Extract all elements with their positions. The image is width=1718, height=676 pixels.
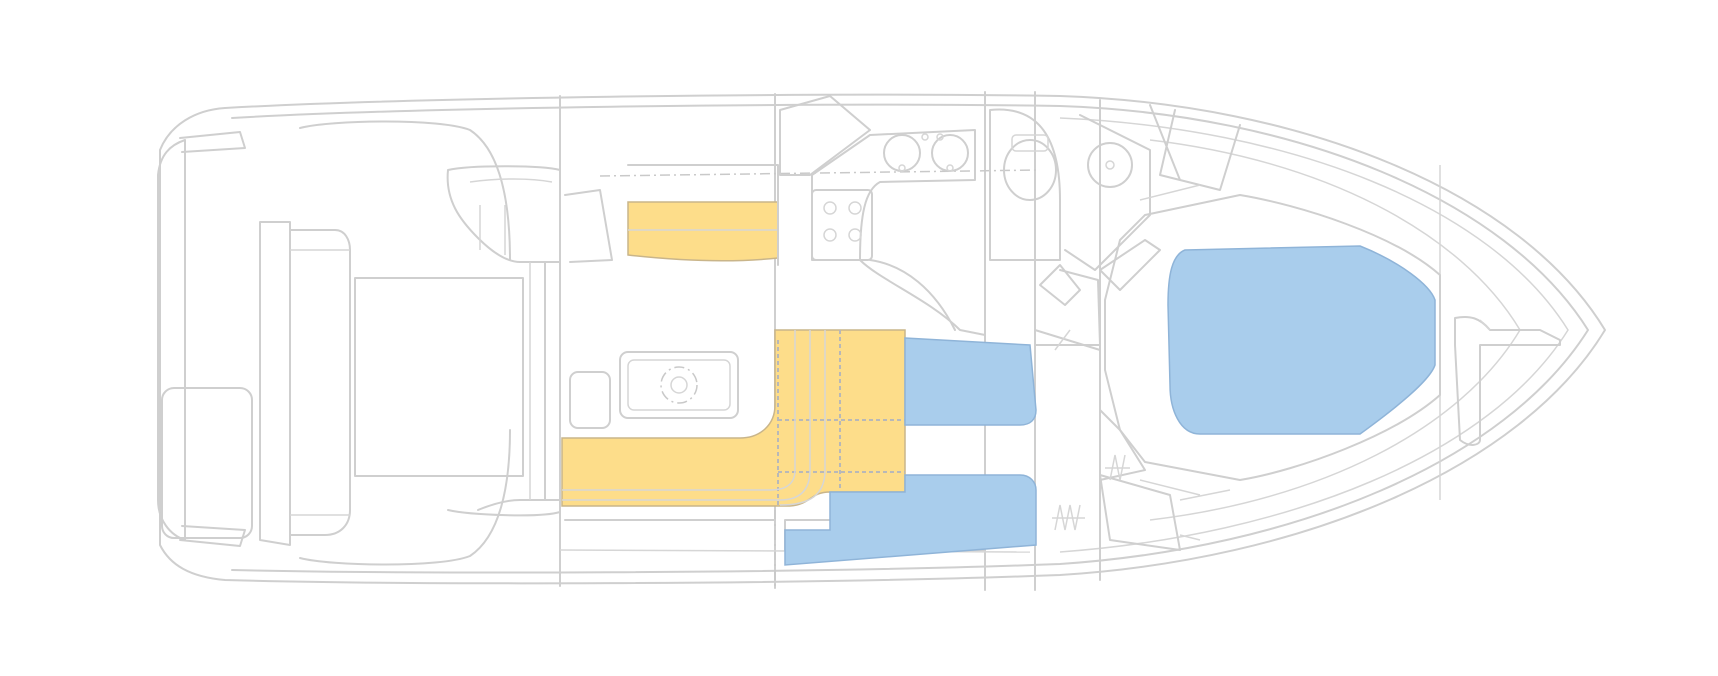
sink-icon [883, 133, 969, 172]
hanging-locker-icons [1052, 454, 1130, 531]
midcabin-berth-lower [784, 474, 1037, 566]
table-icon [619, 351, 739, 419]
head-compartment [989, 104, 1241, 351]
cockpit-seat [564, 164, 779, 266]
midcabin-berth-upper [904, 337, 1037, 426]
galley [779, 95, 986, 336]
shower-icon [1087, 142, 1133, 188]
toilet-icon [1003, 134, 1057, 201]
v-berth [1099, 184, 1441, 551]
stove-icon [811, 189, 873, 261]
hull-outline [157, 93, 1606, 585]
stern-cockpit [259, 120, 561, 566]
bow-anchor-locker [1454, 315, 1561, 446]
midcabin-berths [784, 337, 1037, 566]
